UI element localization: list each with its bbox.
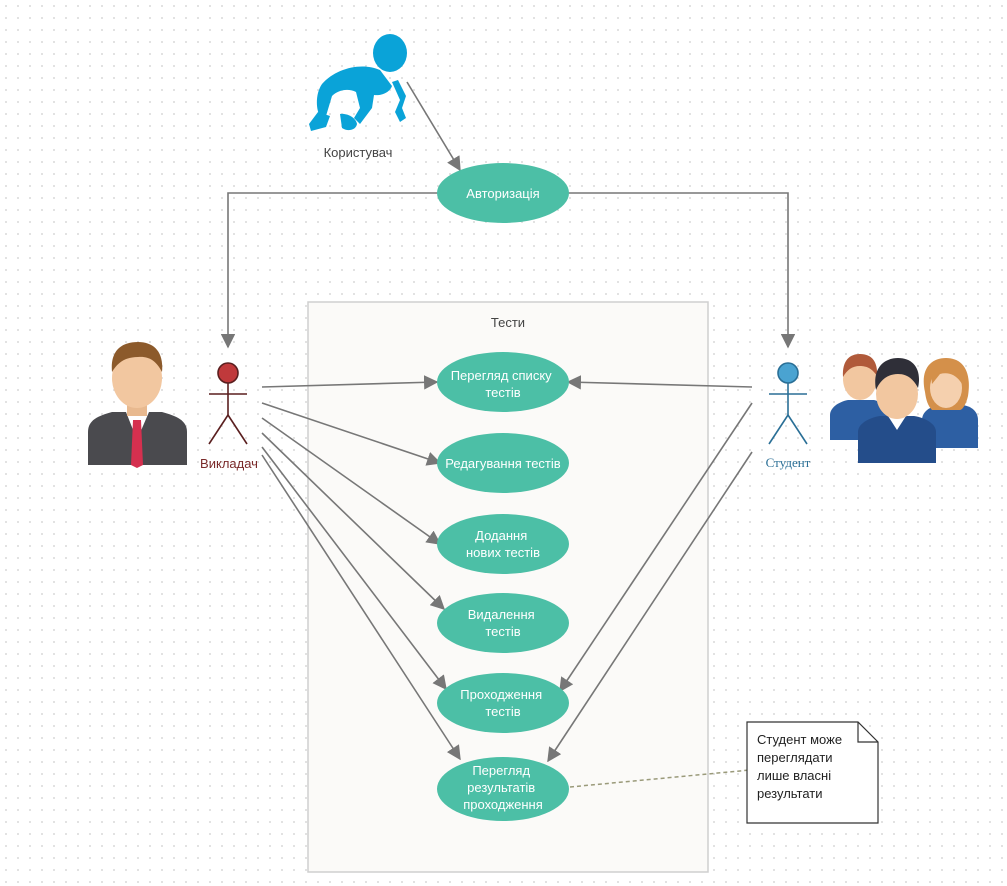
connector-auth-student [568, 192, 796, 349]
usecase-results-line-1: Перегляд [472, 763, 530, 778]
student-actor [768, 362, 808, 445]
usecase-auth-line: Авторизація [466, 186, 539, 201]
svg-text:Авторизація: Авторизація [466, 186, 539, 201]
crawling-baby-icon [309, 34, 407, 131]
usecase-auth[interactable]: Авторизація [437, 163, 569, 223]
usecase-delete-line-1: Видалення [468, 607, 535, 622]
note-line-2: переглядати [757, 750, 833, 765]
student-label: Студент [766, 455, 811, 470]
note-anchor-line [569, 769, 751, 788]
connector-user-auth [406, 81, 461, 172]
usecase-results[interactable]: Перегляд результатів проходження [437, 757, 569, 821]
connector-teacher-delete [261, 432, 446, 611]
usecase-delete-line-2: тестів [485, 624, 520, 639]
usecase-take-line-2: тестів [485, 704, 520, 719]
note: Студент може переглядати лише власні рез… [746, 721, 879, 824]
note-line-1: Студент може [757, 732, 842, 747]
connector-teacher-edit [261, 402, 442, 466]
note-line-3: лише власні [757, 768, 831, 783]
businessman-icon [88, 342, 187, 468]
usecase-edit[interactable]: Редагування тестів [437, 433, 569, 493]
usecase-results-line-3: проходження [463, 797, 543, 812]
usecase-take-line-1: Проходження [460, 687, 542, 702]
svg-text:Редагування тестів: Редагування тестів [445, 456, 560, 471]
connector-auth-teacher [220, 192, 438, 349]
note-line-4: результати [757, 786, 823, 801]
connector-student-view-list [566, 375, 753, 390]
svg-text:Студент може переглядати: Студент може переглядати лише власні рез… [757, 732, 846, 801]
svg-text:Проходження тестів: Проходження тестів [460, 687, 546, 719]
svg-text:Видалення тестів: Видалення тестів [468, 607, 539, 639]
usecase-view-list[interactable]: Перегляд списку тестів [437, 352, 569, 412]
svg-text:Перегляд результатів: Перегляд результатів проходження [463, 763, 543, 812]
usecase-view-list-line-1: Перегляд списку [451, 368, 552, 383]
connector-student-results [547, 451, 753, 763]
svg-text:Додання нових тестів: Додання нових тестів [466, 528, 540, 560]
usecase-add[interactable]: Додання нових тестів [437, 514, 569, 574]
user-label: Користувач [324, 145, 393, 160]
svg-text:Перегляд списку тестів: Перегляд списку тестів [451, 368, 556, 400]
usecase-edit-line: Редагування тестів [445, 456, 560, 471]
usecase-add-line-2: нових тестів [466, 545, 540, 560]
connector-student-take [559, 402, 753, 693]
students-group-icon [830, 354, 978, 463]
teacher-actor [208, 362, 248, 445]
usecase-add-line-1: Додання [475, 528, 527, 543]
connector-teacher-add [261, 417, 442, 545]
connector-teacher-results [261, 454, 461, 761]
usecase-delete[interactable]: Видалення тестів [437, 593, 569, 653]
usecase-results-line-2: результатів [467, 780, 535, 795]
usecase-view-list-line-2: тестів [485, 385, 520, 400]
connector-teacher-take [261, 446, 447, 691]
boundary-title: Тести [491, 315, 525, 330]
usecase-take[interactable]: Проходження тестів [437, 673, 569, 733]
teacher-label: Викладач [200, 456, 258, 471]
connector-teacher-view-list [261, 375, 439, 390]
